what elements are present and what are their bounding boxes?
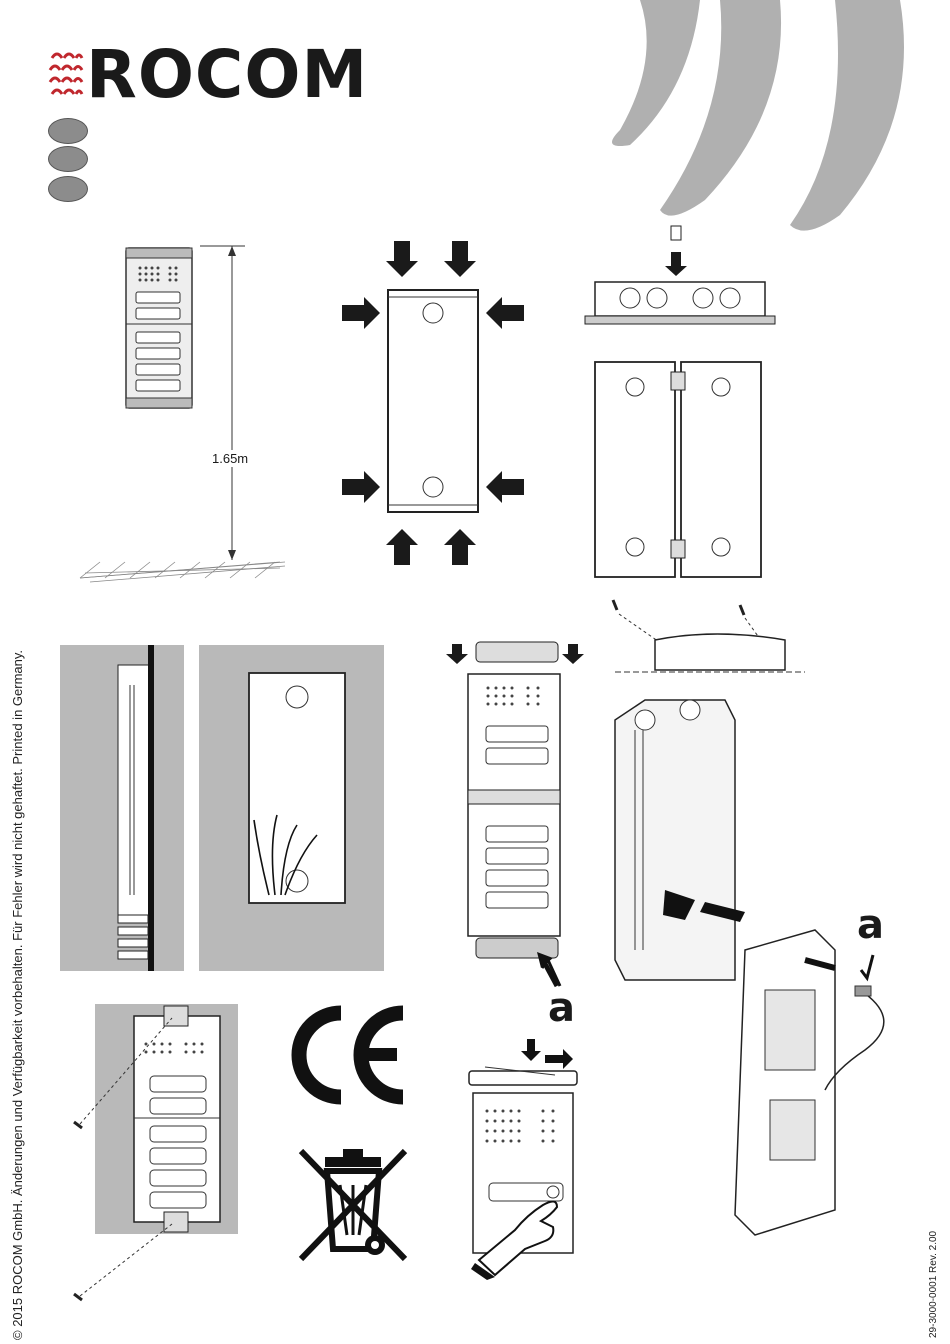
isometric-module-figure bbox=[605, 690, 905, 1240]
callout-a-arrow bbox=[533, 950, 563, 990]
mounting-height-label: 1.65m bbox=[210, 450, 250, 467]
language-marker-1 bbox=[48, 118, 88, 144]
side-view-figure bbox=[60, 645, 184, 971]
document-number: 29-3000-0001 Rev. 2.00 bbox=[928, 1231, 939, 1338]
brand-logo-text: ROCOM bbox=[86, 42, 368, 108]
decorative-swoosh bbox=[600, 0, 950, 240]
callout-a-label-2: a bbox=[857, 902, 884, 948]
language-marker-3 bbox=[48, 176, 88, 202]
language-marker-2 bbox=[48, 146, 88, 172]
ce-mark-icon bbox=[285, 1005, 410, 1105]
cable-entry-figure bbox=[199, 645, 384, 971]
assembled-station-figure bbox=[448, 638, 588, 968]
coupled-boxes-figure bbox=[585, 222, 775, 582]
button-press-figure bbox=[465, 1035, 590, 1280]
flush-box-compress-figure bbox=[340, 235, 530, 570]
logo-icon bbox=[48, 48, 84, 100]
screw-top-view-figure bbox=[605, 600, 805, 680]
wall-mount-figure bbox=[60, 1004, 250, 1314]
copyright-note: © 2015 ROCOM GmbH. Änderungen und Verfüg… bbox=[10, 650, 25, 1340]
door-station-height-figure bbox=[80, 240, 290, 585]
weee-crossed-bin-icon bbox=[295, 1145, 410, 1265]
callout-a-label: a bbox=[548, 985, 575, 1031]
